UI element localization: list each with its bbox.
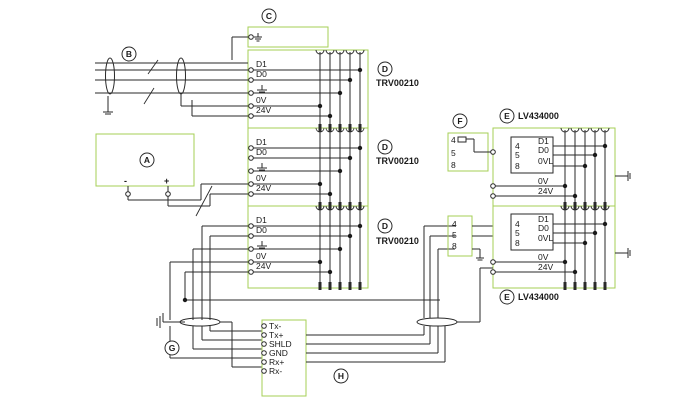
rs485-txplus-label: Tx+ <box>269 330 283 340</box>
trv2-d0-label: D0 <box>256 147 267 157</box>
conn-mid-pin-4: 4 <box>452 219 457 229</box>
rs485-connector-h <box>261 319 307 397</box>
lv2-pin-4: 4 <box>515 219 520 229</box>
trv1-24v-label: 24V <box>256 105 271 115</box>
lv2-0v-label: 0V <box>538 252 549 262</box>
callout-b: B <box>126 49 132 59</box>
rs485-rxplus-label: Rx+ <box>269 357 284 367</box>
trv2-0v-label: 0V <box>256 173 267 183</box>
lv2-d1-label: D1 <box>538 214 549 224</box>
lv1-0vl-label: 0VL <box>538 156 553 166</box>
lv2-24v-label: 24V <box>538 262 553 272</box>
conn-mid-pin-5: 5 <box>452 230 457 240</box>
trv-model-label-2: TRV00210 <box>376 156 419 166</box>
callout-c: C <box>266 11 272 21</box>
trv2-d1-label: D1 <box>256 137 267 147</box>
trv2-24v-label: 24V <box>256 183 271 193</box>
trv1-d0-label: D0 <box>256 69 267 79</box>
callout-e-1: E <box>504 111 510 121</box>
lv-module-2 <box>492 205 616 289</box>
psu-plus-label: + <box>164 176 169 186</box>
psu-box-a <box>95 133 195 187</box>
conn-f-pin-5: 5 <box>451 148 456 158</box>
psu-minus-label: - <box>124 176 127 186</box>
lv1-d1-label: D1 <box>538 136 549 146</box>
conn-mid-pin-8: 8 <box>452 241 457 251</box>
lv1-pin-4: 4 <box>515 141 520 151</box>
ground-icon <box>254 33 262 42</box>
rs485-txminus-label: Tx- <box>269 321 281 331</box>
callout-e-2: E <box>504 292 510 302</box>
lv1-pin-5: 5 <box>515 150 520 160</box>
lv1-24v-label: 24V <box>538 186 553 196</box>
lv1-d0-label: D0 <box>538 145 549 155</box>
trv3-24v-label: 24V <box>256 261 271 271</box>
lv2-0vl-label: 0VL <box>538 233 553 243</box>
conn-f-pin-8: 8 <box>451 160 456 170</box>
cable-shield-g <box>179 317 221 327</box>
lv-model-label-2: LV434000 <box>518 292 559 302</box>
lv1-0v-label: 0V <box>538 176 549 186</box>
lv-port-2 <box>510 213 554 251</box>
callout-d-2: D <box>382 142 388 152</box>
lv-model-label-1: LV434000 <box>518 111 559 121</box>
trv1-d1-label: D1 <box>256 59 267 69</box>
rs485-shld-label: SHLD <box>269 339 292 349</box>
lv2-pin-5: 5 <box>515 228 520 238</box>
cable-shield-right <box>416 317 458 327</box>
lv2-pin-8: 8 <box>515 238 520 248</box>
rs485-rxminus-label: Rx- <box>269 366 282 376</box>
trv-model-label-3: TRV00210 <box>376 236 419 246</box>
trv3-d1-label: D1 <box>256 215 267 225</box>
trv-model-label-1: TRV00210 <box>376 78 419 88</box>
callout-g: G <box>169 343 176 353</box>
trv3-0v-label: 0V <box>256 251 267 261</box>
callout-f: F <box>457 116 462 126</box>
callout-d-1: D <box>382 64 388 74</box>
lv1-pin-8: 8 <box>515 161 520 171</box>
trv-module-3 <box>247 205 369 289</box>
lv2-d0-label: D0 <box>538 223 549 233</box>
trv1-0v-label: 0V <box>256 95 267 105</box>
callout-a: A <box>144 155 150 165</box>
trv3-d0-label: D0 <box>256 225 267 235</box>
callout-d-3: D <box>382 221 388 231</box>
conn-f-pin-4: 4 <box>451 135 456 145</box>
callout-h: H <box>338 371 344 381</box>
rs485-gnd-label: GND <box>269 348 288 358</box>
